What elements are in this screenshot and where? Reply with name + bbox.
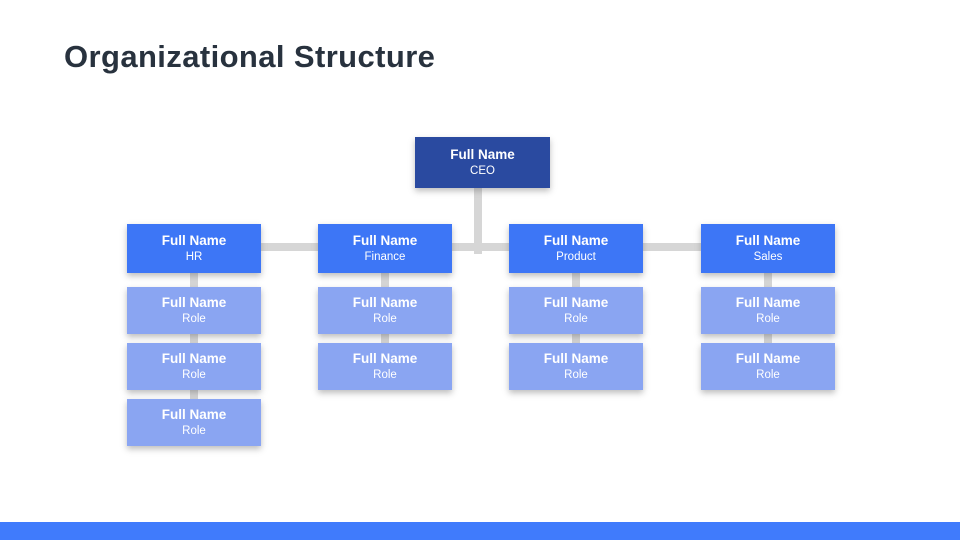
org-node-role: HR: [185, 251, 203, 263]
org-node-name: Full Name: [735, 351, 801, 366]
org-node-report: Full Name Role: [318, 343, 452, 390]
org-node-report: Full Name Role: [127, 287, 261, 334]
org-node-role: Role: [373, 369, 397, 381]
org-node-dept-finance: Full Name Finance: [318, 224, 452, 273]
org-node-name: Full Name: [161, 351, 227, 366]
org-node-ceo: Full Name CEO: [415, 137, 550, 188]
org-node-role: Role: [182, 369, 206, 381]
org-node-name: Full Name: [735, 295, 801, 310]
org-node-role: Role: [373, 313, 397, 325]
org-node-name: Full Name: [352, 233, 418, 248]
org-node-name: Full Name: [543, 295, 609, 310]
org-node-role: Role: [182, 425, 206, 437]
org-node-role: Finance: [364, 251, 406, 263]
org-node-dept-hr: Full Name HR: [127, 224, 261, 273]
org-node-role: Role: [182, 313, 206, 325]
org-node-report: Full Name Role: [701, 287, 835, 334]
org-node-dept-sales: Full Name Sales: [701, 224, 835, 273]
org-node-name: Full Name: [543, 351, 609, 366]
footer-accent-bar: [0, 522, 960, 540]
org-node-name: Full Name: [161, 233, 227, 248]
org-node-name: Full Name: [450, 147, 515, 162]
org-node-name: Full Name: [161, 295, 227, 310]
org-node-role: Product: [556, 251, 596, 263]
org-node-name: Full Name: [543, 233, 609, 248]
org-node-report: Full Name Role: [127, 343, 261, 390]
org-node-role: Sales: [753, 251, 783, 263]
org-node-dept-product: Full Name Product: [509, 224, 643, 273]
org-node-role: Role: [756, 313, 780, 325]
page-title: Organizational Structure: [64, 39, 436, 74]
org-node-role: Role: [564, 369, 588, 381]
connector-ceo-vertical: [474, 188, 482, 254]
org-node-report: Full Name Role: [127, 399, 261, 446]
org-node-report: Full Name Role: [701, 343, 835, 390]
org-node-role: CEO: [470, 165, 495, 177]
connector-horizontal-trunk: [194, 243, 768, 251]
org-node-report: Full Name Role: [318, 287, 452, 334]
org-node-report: Full Name Role: [509, 287, 643, 334]
org-node-report: Full Name Role: [509, 343, 643, 390]
org-node-name: Full Name: [352, 351, 418, 366]
org-node-name: Full Name: [735, 233, 801, 248]
org-node-role: Role: [564, 313, 588, 325]
org-node-name: Full Name: [352, 295, 418, 310]
org-node-name: Full Name: [161, 407, 227, 422]
org-node-role: Role: [756, 369, 780, 381]
